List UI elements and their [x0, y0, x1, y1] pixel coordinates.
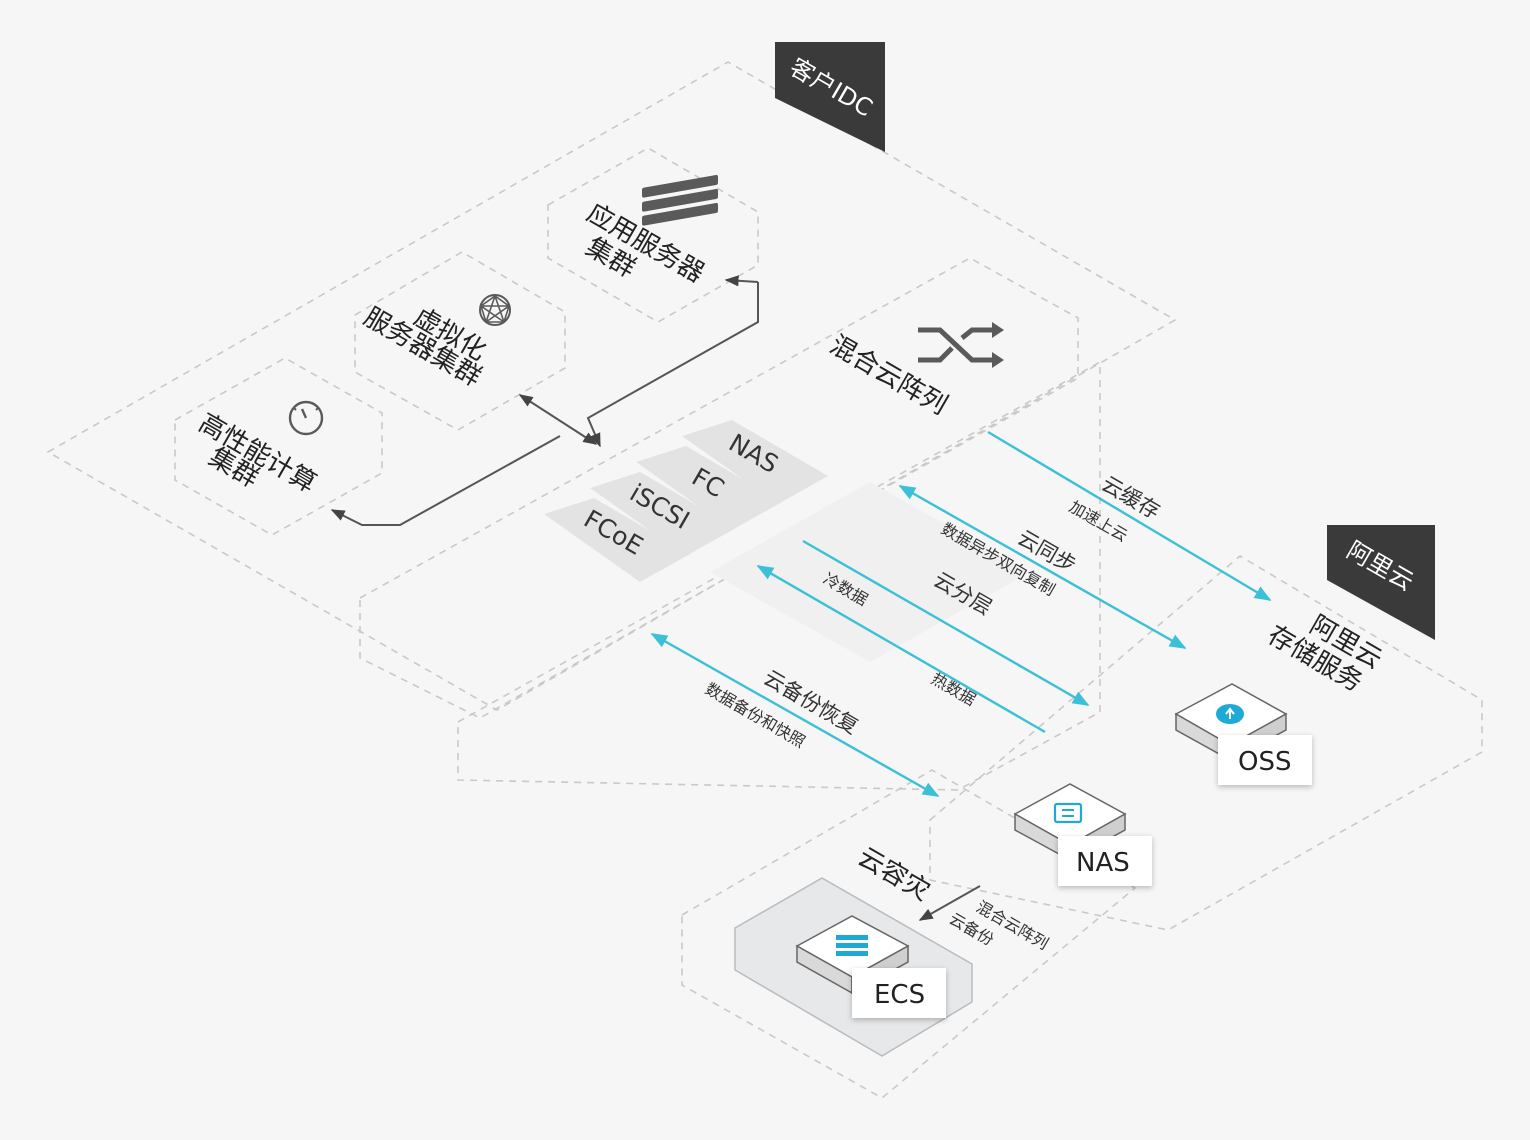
nas-service: NAS — [1013, 783, 1152, 886]
hot-data-link — [802, 539, 1090, 707]
cloud-sync-link — [898, 484, 1187, 650]
shuffle-icon — [918, 322, 1004, 368]
internal-connections — [330, 275, 759, 526]
hybrid-array-label: 混合云阵列 — [825, 330, 953, 421]
aliyun-tag: 阿里云 — [1327, 525, 1435, 640]
oss-label: OSS — [1238, 747, 1291, 777]
network-mesh-icon — [479, 294, 511, 326]
speedometer-icon — [288, 400, 324, 436]
cloud-backup-link — [650, 632, 940, 798]
ecs-label: ECS — [874, 980, 925, 1010]
customer-idc-region: 客户IDC — [46, 42, 1177, 711]
ecs-service: ECS — [795, 915, 946, 1018]
server-rack-icon — [642, 174, 718, 226]
disaster-recovery-label: 云容灾 — [853, 842, 936, 907]
customer-idc-tag: 客户IDC — [775, 42, 885, 152]
protocol-fc: FC — [636, 446, 782, 530]
ecs-server-icon — [836, 935, 868, 956]
protocol-tiles: NAS FC iSCSI FCoE — [544, 420, 828, 582]
hpc-cluster: 高性能计算 集群 — [174, 357, 383, 536]
nas-label: NAS — [1076, 848, 1130, 878]
oss-service: OSS — [1174, 683, 1312, 785]
app-server-cluster: 应用服务器 集群 — [547, 147, 759, 323]
nas-storage-icon — [1053, 802, 1083, 824]
cloud-upload-icon — [1216, 704, 1244, 724]
